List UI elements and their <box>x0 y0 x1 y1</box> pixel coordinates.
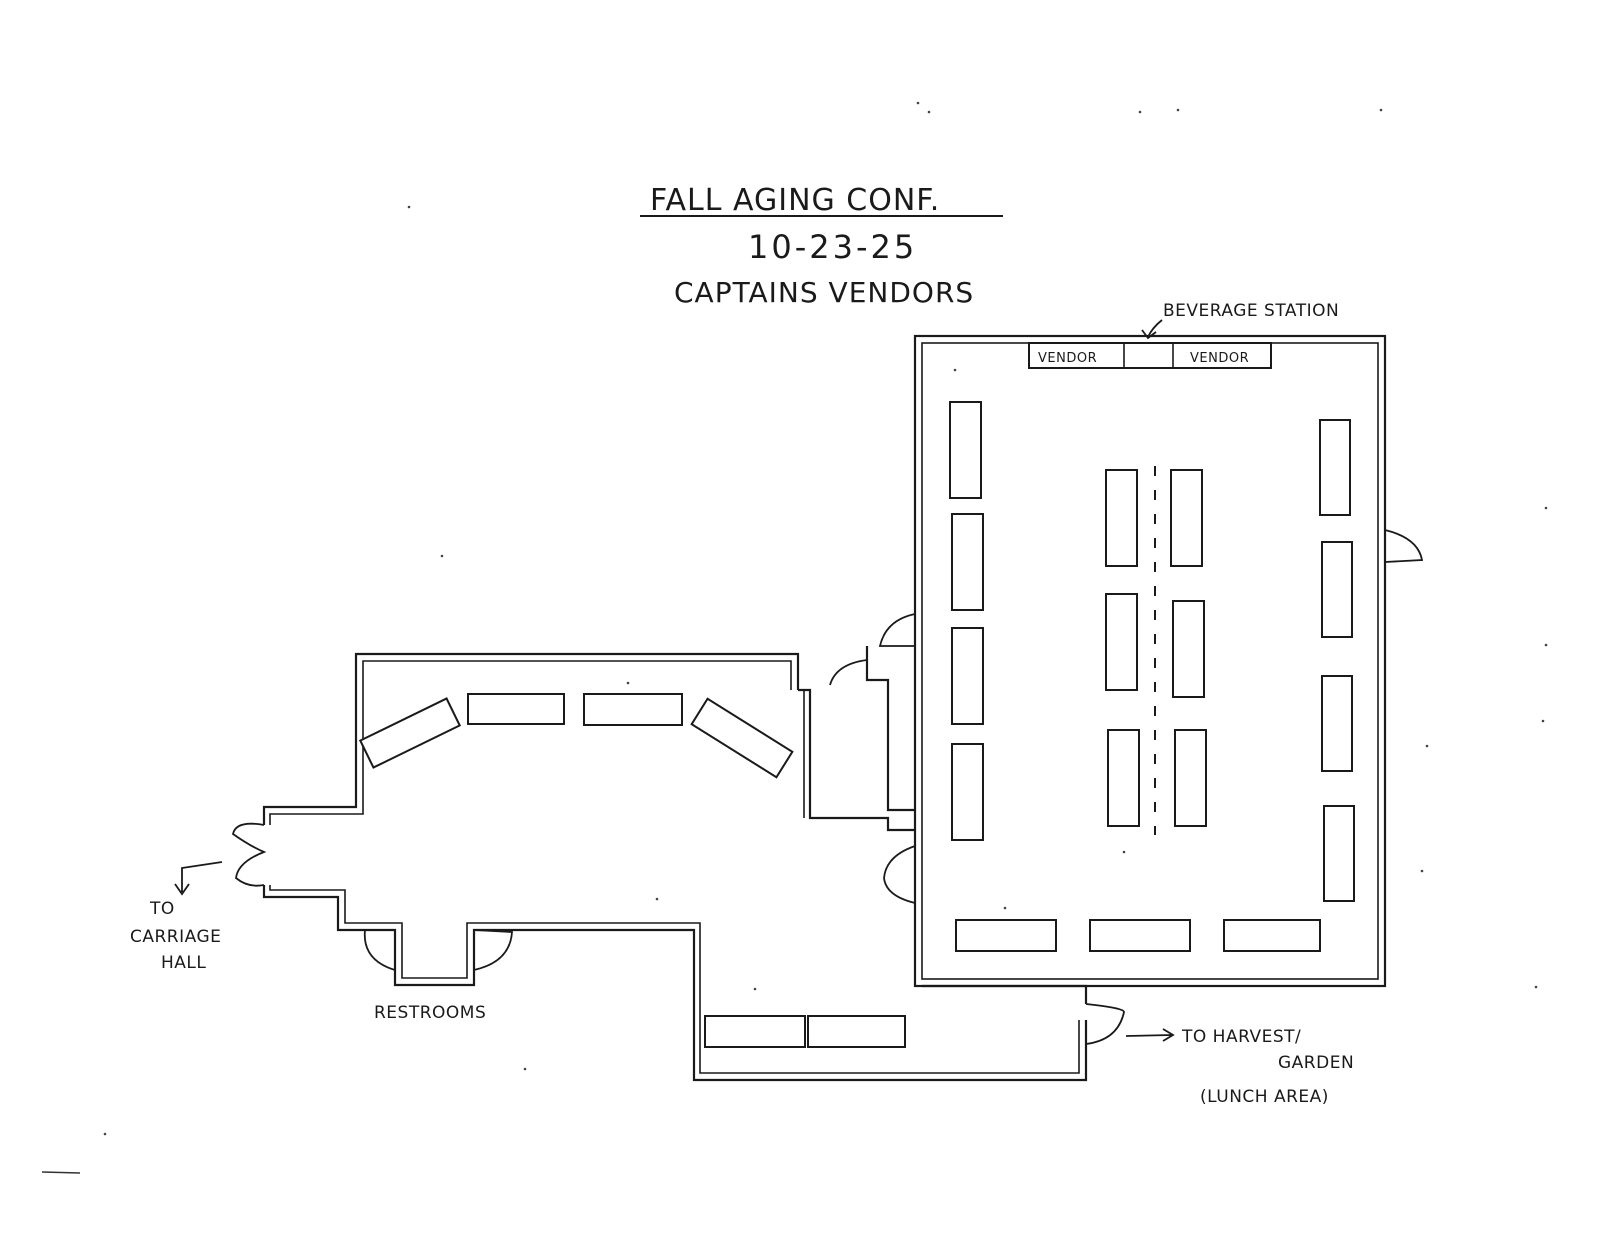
left-room-outer-wall <box>262 652 800 825</box>
table-center-right-3 <box>1174 729 1207 827</box>
beverage-station-arrow <box>1141 319 1163 340</box>
table-center-left-3 <box>1107 729 1140 827</box>
door-restroom-left <box>363 929 396 971</box>
captains-room-inner-wall <box>921 342 1379 980</box>
captains-room: VENDOR VENDOR BEVERAGE STATION <box>878 301 1424 988</box>
door-harvest-garden <box>1085 1003 1125 1045</box>
table-right-col-3 <box>1321 675 1353 772</box>
door-corridor <box>829 659 868 686</box>
conference-subtitle: CAPTAINS VENDORS <box>674 276 974 309</box>
scan-mark-bottom-left <box>41 1171 81 1174</box>
left-room-lower-wall <box>262 885 1088 1082</box>
table-top-row-1 <box>467 693 565 725</box>
table-angled-left <box>358 697 462 769</box>
left-room <box>231 652 1125 1082</box>
annotations: TO CARRIAGE HALL RESTROOMS TO HARVEST/ G… <box>130 861 1354 1107</box>
table-left-col-4 <box>951 743 984 841</box>
table-lower-corridor-1 <box>704 1015 806 1048</box>
table-center-right-2 <box>1172 600 1205 698</box>
door-right-wall <box>1384 529 1424 563</box>
table-right-col-4 <box>1323 805 1355 902</box>
harvest-label-line3: (LUNCH AREA) <box>1200 1087 1329 1107</box>
table-left-col-3 <box>951 627 984 725</box>
conference-date: 10-23-25 <box>748 228 917 266</box>
title-block: FALL AGING CONF. 10-23-25 CAPTAINS VENDO… <box>640 183 1003 309</box>
door-left-wall-lower <box>883 845 916 904</box>
table-right-col-1 <box>1319 419 1351 516</box>
table-center-left-1 <box>1105 469 1138 567</box>
table-left-col-2 <box>951 513 984 611</box>
conference-title: FALL AGING CONF. <box>650 183 940 218</box>
table-left-col-1 <box>949 401 982 499</box>
carriage-hall-label-hall: HALL <box>161 953 206 973</box>
door-left-wall-upper <box>878 613 916 647</box>
harvest-label-line1: TO HARVEST/ <box>1181 1027 1301 1047</box>
vendor-label-right: VENDOR <box>1190 351 1249 366</box>
harvest-label-line2: GARDEN <box>1278 1053 1354 1073</box>
restrooms-label: RESTROOMS <box>374 1003 486 1023</box>
corridor-top-wall <box>865 646 915 812</box>
table-top-row-2 <box>583 693 683 726</box>
captains-room-outer-wall <box>913 334 1387 988</box>
vendor-label-left: VENDOR <box>1038 351 1097 366</box>
table-center-left-2 <box>1105 593 1138 691</box>
beverage-station-label: BEVERAGE STATION <box>1163 301 1339 321</box>
door-carriage-hall <box>231 822 267 887</box>
scan-specks <box>41 101 1548 1174</box>
door-restroom-right <box>473 929 513 971</box>
lower-corridor-top-wall <box>922 984 1088 1004</box>
table-center-right-1 <box>1170 469 1203 567</box>
carriage-hall-arrow <box>174 861 223 896</box>
connector-corridor <box>798 646 915 832</box>
left-room-lower-inner-wall <box>269 885 1080 1074</box>
table-lower-corridor-2 <box>807 1015 906 1048</box>
vendor-strip <box>1028 342 1272 369</box>
table-bottom-row-3 <box>1223 919 1321 952</box>
carriage-hall-label-name: CARRIAGE <box>130 927 221 947</box>
table-angled-right <box>690 697 794 779</box>
harvest-garden-arrow <box>1125 1028 1175 1042</box>
corridor-bottom-wall <box>798 688 915 832</box>
table-bottom-row-2 <box>1089 919 1191 952</box>
left-room-inner-wall <box>269 660 792 825</box>
table-bottom-row-1 <box>955 919 1057 952</box>
carriage-hall-label-to: TO <box>149 899 175 919</box>
table-right-col-2 <box>1321 541 1353 638</box>
